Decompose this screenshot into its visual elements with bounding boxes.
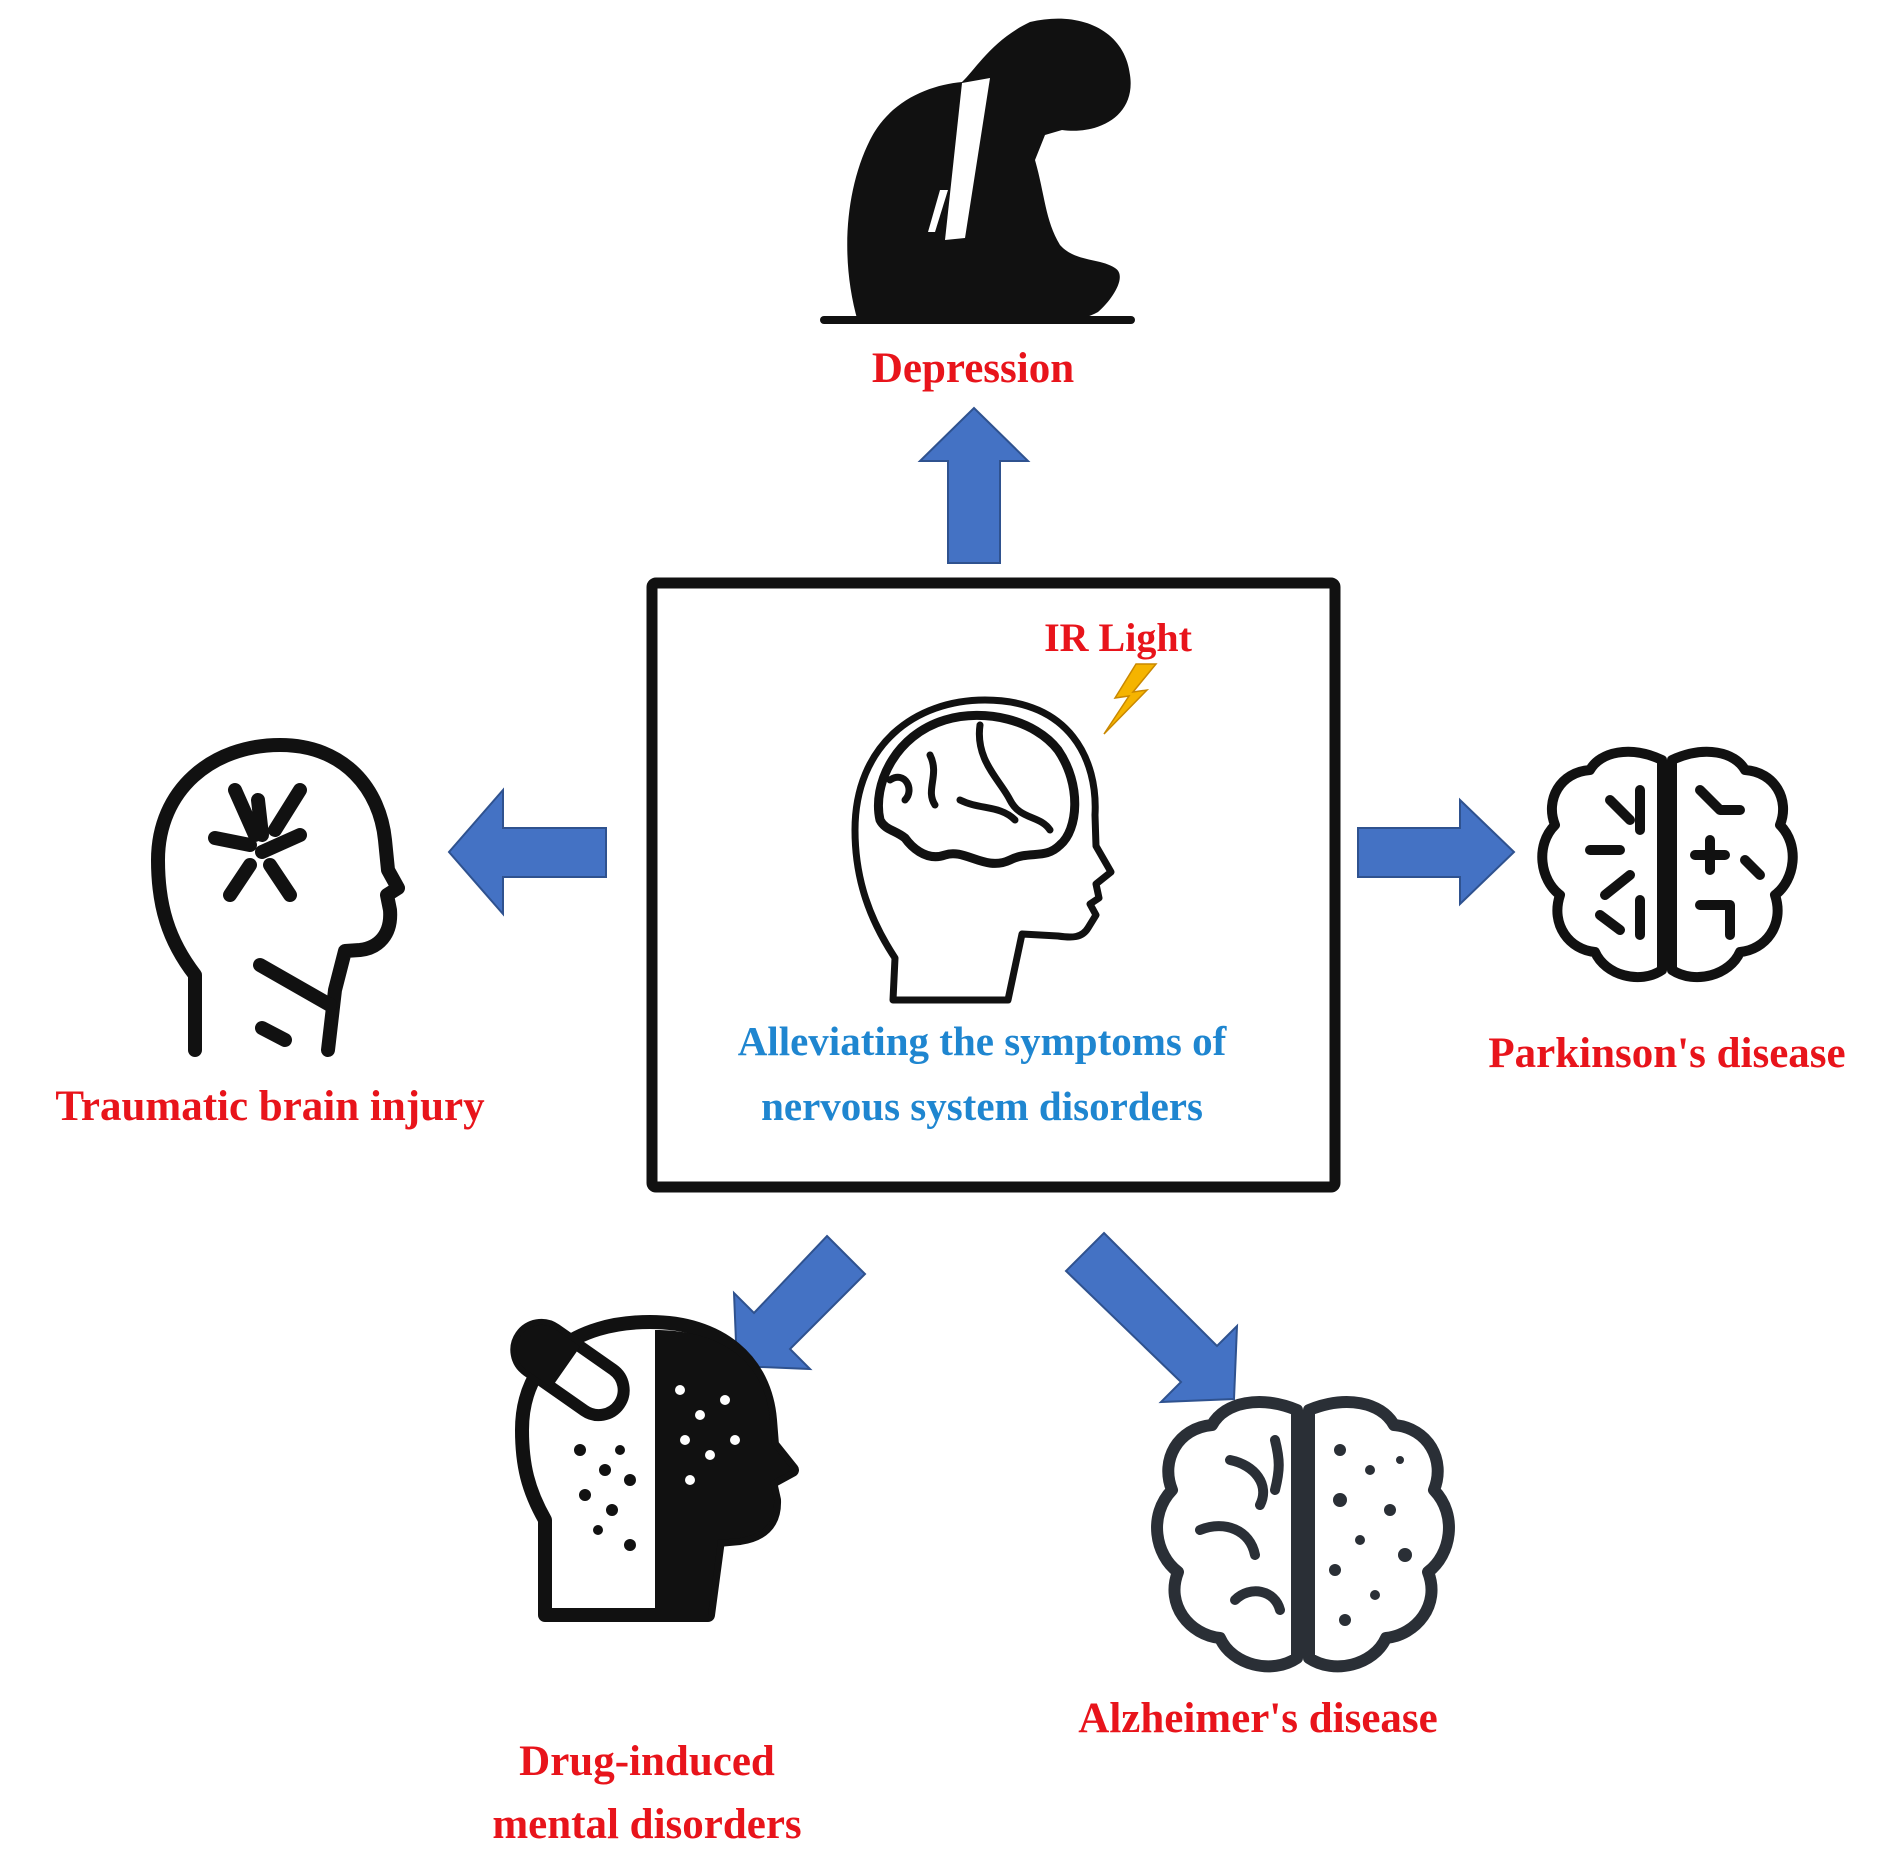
label-traumatic-brain-injury: Traumatic brain injury — [55, 1083, 485, 1130]
ir-light-label: IR Light — [1044, 615, 1192, 660]
arrows — [447, 406, 1516, 1404]
head-crack-icon — [151, 738, 405, 1057]
circuit-brain-icon — [1537, 746, 1798, 983]
center-caption-line2: nervous system disorders — [761, 1083, 1203, 1129]
arrow-down-left — [732, 1234, 867, 1371]
dotted-brain-icon — [1151, 1396, 1455, 1673]
label-drug-induced-line1: Drug-induced — [519, 1738, 775, 1785]
label-parkinsons-disease: Parkinson's disease — [1488, 1030, 1845, 1077]
arrow-up — [917, 406, 1031, 564]
head-brain-icon — [851, 696, 1115, 1004]
label-drug-induced-line2: mental disorders — [492, 1801, 801, 1848]
center-box — [646, 577, 1341, 1193]
arrow-right — [1357, 797, 1516, 907]
pill-head-icon — [510, 1315, 799, 1622]
center-caption-line1: Alleviating the symptoms of — [738, 1018, 1228, 1064]
lightning-bolt-icon — [1103, 663, 1158, 735]
arrow-left — [447, 787, 607, 917]
sad-person-icon — [820, 18, 1135, 324]
arrow-down-right — [1064, 1231, 1239, 1404]
label-depression: Depression — [872, 345, 1074, 392]
label-alzheimers-disease: Alzheimer's disease — [1078, 1695, 1437, 1742]
